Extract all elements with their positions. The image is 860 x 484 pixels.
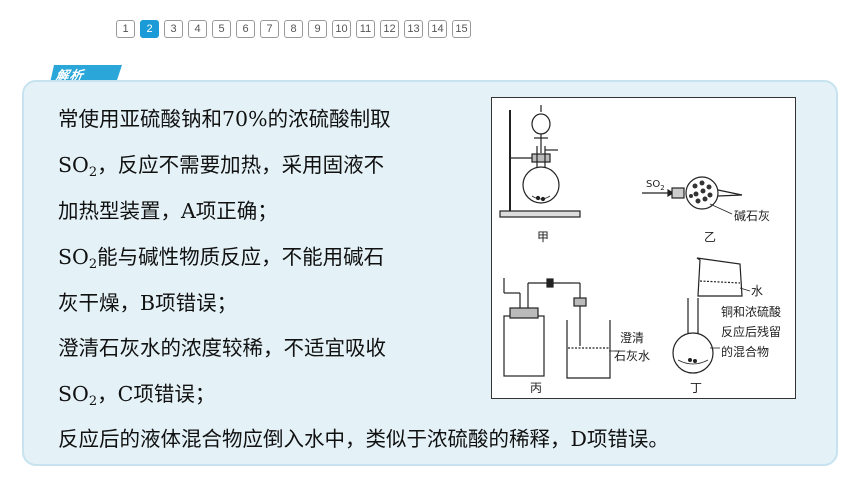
label-ding: 丁 bbox=[690, 381, 702, 395]
apparatus-figure: 甲 SO2 碱石灰 乙 bbox=[491, 97, 796, 399]
page-button-2[interactable]: 2 bbox=[140, 20, 159, 38]
label-so2: SO2 bbox=[646, 179, 665, 192]
explanation-line-7: SO2，C项错误； bbox=[58, 382, 216, 409]
page-button-6[interactable]: 6 bbox=[236, 20, 255, 38]
label-yi: 乙 bbox=[704, 230, 716, 244]
page-button-3[interactable]: 3 bbox=[164, 20, 183, 38]
page-button-15[interactable]: 15 bbox=[452, 20, 471, 38]
label-residue-3: 的混合物 bbox=[721, 344, 769, 359]
page-button-14[interactable]: 14 bbox=[428, 20, 447, 38]
apparatus-jia bbox=[499, 105, 581, 218]
explanation-line-5: 灰干燥，B项错误； bbox=[58, 291, 238, 315]
soda-lime-dots bbox=[689, 180, 713, 204]
page-button-10[interactable]: 10 bbox=[332, 20, 351, 38]
label-jia: 甲 bbox=[537, 230, 549, 244]
label-water: 水 bbox=[751, 284, 763, 298]
page-button-5[interactable]: 5 bbox=[212, 20, 231, 38]
page-button-7[interactable]: 7 bbox=[260, 20, 279, 38]
label-limewater-1: 澄清 bbox=[620, 330, 644, 345]
apparatus-ding bbox=[672, 257, 751, 374]
explanation-line-6: 澄清石灰水的浓度较稀，不适宜吸收 bbox=[58, 336, 386, 360]
apparatus-diagram: 甲 SO2 碱石灰 乙 bbox=[499, 105, 781, 395]
page-button-4[interactable]: 4 bbox=[188, 20, 207, 38]
page-button-9[interactable]: 9 bbox=[308, 20, 327, 38]
page-button-11[interactable]: 11 bbox=[356, 20, 375, 38]
label-limewater-2: 石灰水 bbox=[614, 349, 650, 363]
label-soda-lime: 碱石灰 bbox=[734, 209, 770, 223]
explanation-line-2: SO2，反应不需要加热，采用固液不 bbox=[58, 153, 385, 180]
apparatus-bing bbox=[503, 278, 620, 379]
page-button-1[interactable]: 1 bbox=[116, 20, 135, 38]
section-tag: 解析 bbox=[50, 63, 128, 85]
label-residue-2: 反应后残留 bbox=[721, 324, 781, 339]
explanation-line-1: 常使用亚硫酸钠和70%的浓硫酸制取 bbox=[58, 107, 391, 131]
explanation-line-4: SO2能与碱性物质反应，不能用碱石 bbox=[58, 245, 385, 272]
page-button-8[interactable]: 8 bbox=[284, 20, 303, 38]
tag-shape bbox=[50, 65, 122, 83]
label-bing: 丙 bbox=[530, 381, 542, 395]
explanation-line-3: 加热型装置，A项正确； bbox=[58, 199, 278, 223]
explanation-line-8: 反应后的液体混合物应倒入水中，类似于浓硫酸的稀释，D项错误。 bbox=[58, 427, 669, 451]
page-button-13[interactable]: 13 bbox=[404, 20, 423, 38]
label-residue-1: 铜和浓硫酸 bbox=[721, 304, 781, 319]
page-button-12[interactable]: 12 bbox=[380, 20, 399, 38]
